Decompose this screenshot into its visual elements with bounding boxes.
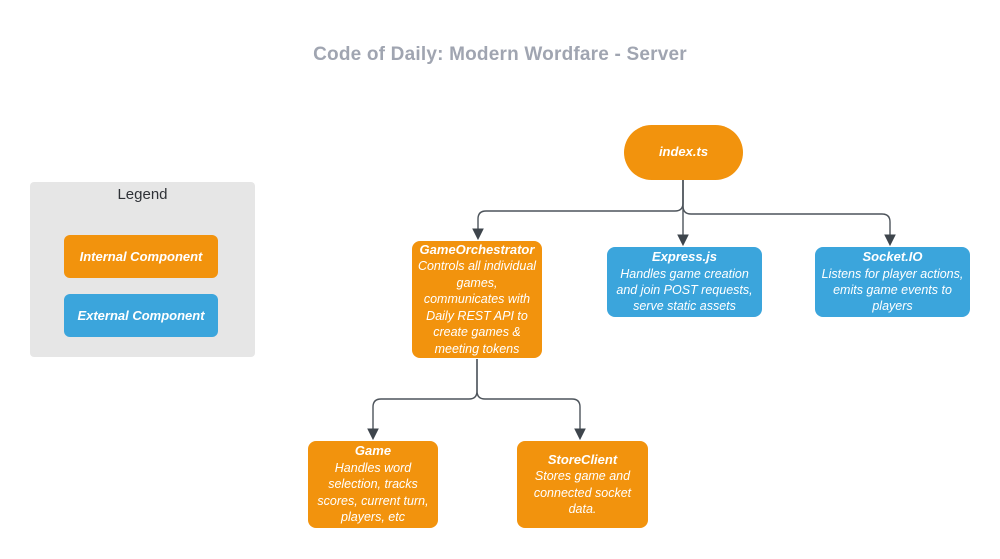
node-store-client: StoreClient Stores game and connected so… bbox=[517, 441, 648, 528]
node-index-ts: index.ts bbox=[624, 125, 743, 180]
diagram-title: Code of Daily: Modern Wordfare - Server bbox=[313, 44, 687, 65]
node-game-orchestrator: GameOrchestrator Controls all individual… bbox=[412, 241, 542, 358]
edge-gameorchestrator-to-game bbox=[367, 359, 478, 441]
node-game-orchestrator-description: Controls all individual games, communica… bbox=[417, 259, 537, 356]
node-store-client-title: StoreClient bbox=[547, 451, 618, 467]
node-store-client-description: Stores game and connected socket data. bbox=[533, 469, 632, 516]
node-game: Game Handles word selection, tracks scor… bbox=[308, 441, 438, 528]
edge-gameorchestrator-to-storeclient bbox=[476, 359, 586, 441]
legend-item-external-component: External Component bbox=[64, 294, 218, 337]
node-express-js-title: Express.js bbox=[651, 249, 718, 265]
legend-item-internal-component: Internal Component bbox=[64, 235, 218, 278]
node-socket-io-description: Listens for player actions, emits game e… bbox=[821, 266, 964, 314]
node-game-title: Game bbox=[354, 443, 392, 459]
node-express-js: Express.js Handles game creation and joi… bbox=[607, 247, 762, 317]
edge-index-to-socket bbox=[682, 180, 896, 247]
node-game-description: Handles word selection, tracks scores, c… bbox=[317, 460, 429, 525]
node-socket-io-title: Socket.IO bbox=[862, 249, 923, 265]
node-game-orchestrator-title: GameOrchestrator bbox=[419, 242, 535, 258]
legend-title: Legend bbox=[117, 186, 168, 203]
node-index-ts-title: index.ts bbox=[658, 144, 709, 160]
node-express-js-description: Handles game creation and join POST requ… bbox=[616, 266, 753, 314]
edge-index-to-gameorchestrator bbox=[472, 180, 684, 241]
legend-panel: Legend Internal Component External Compo… bbox=[30, 182, 255, 357]
node-socket-io: Socket.IO Listens for player actions, em… bbox=[815, 247, 970, 317]
